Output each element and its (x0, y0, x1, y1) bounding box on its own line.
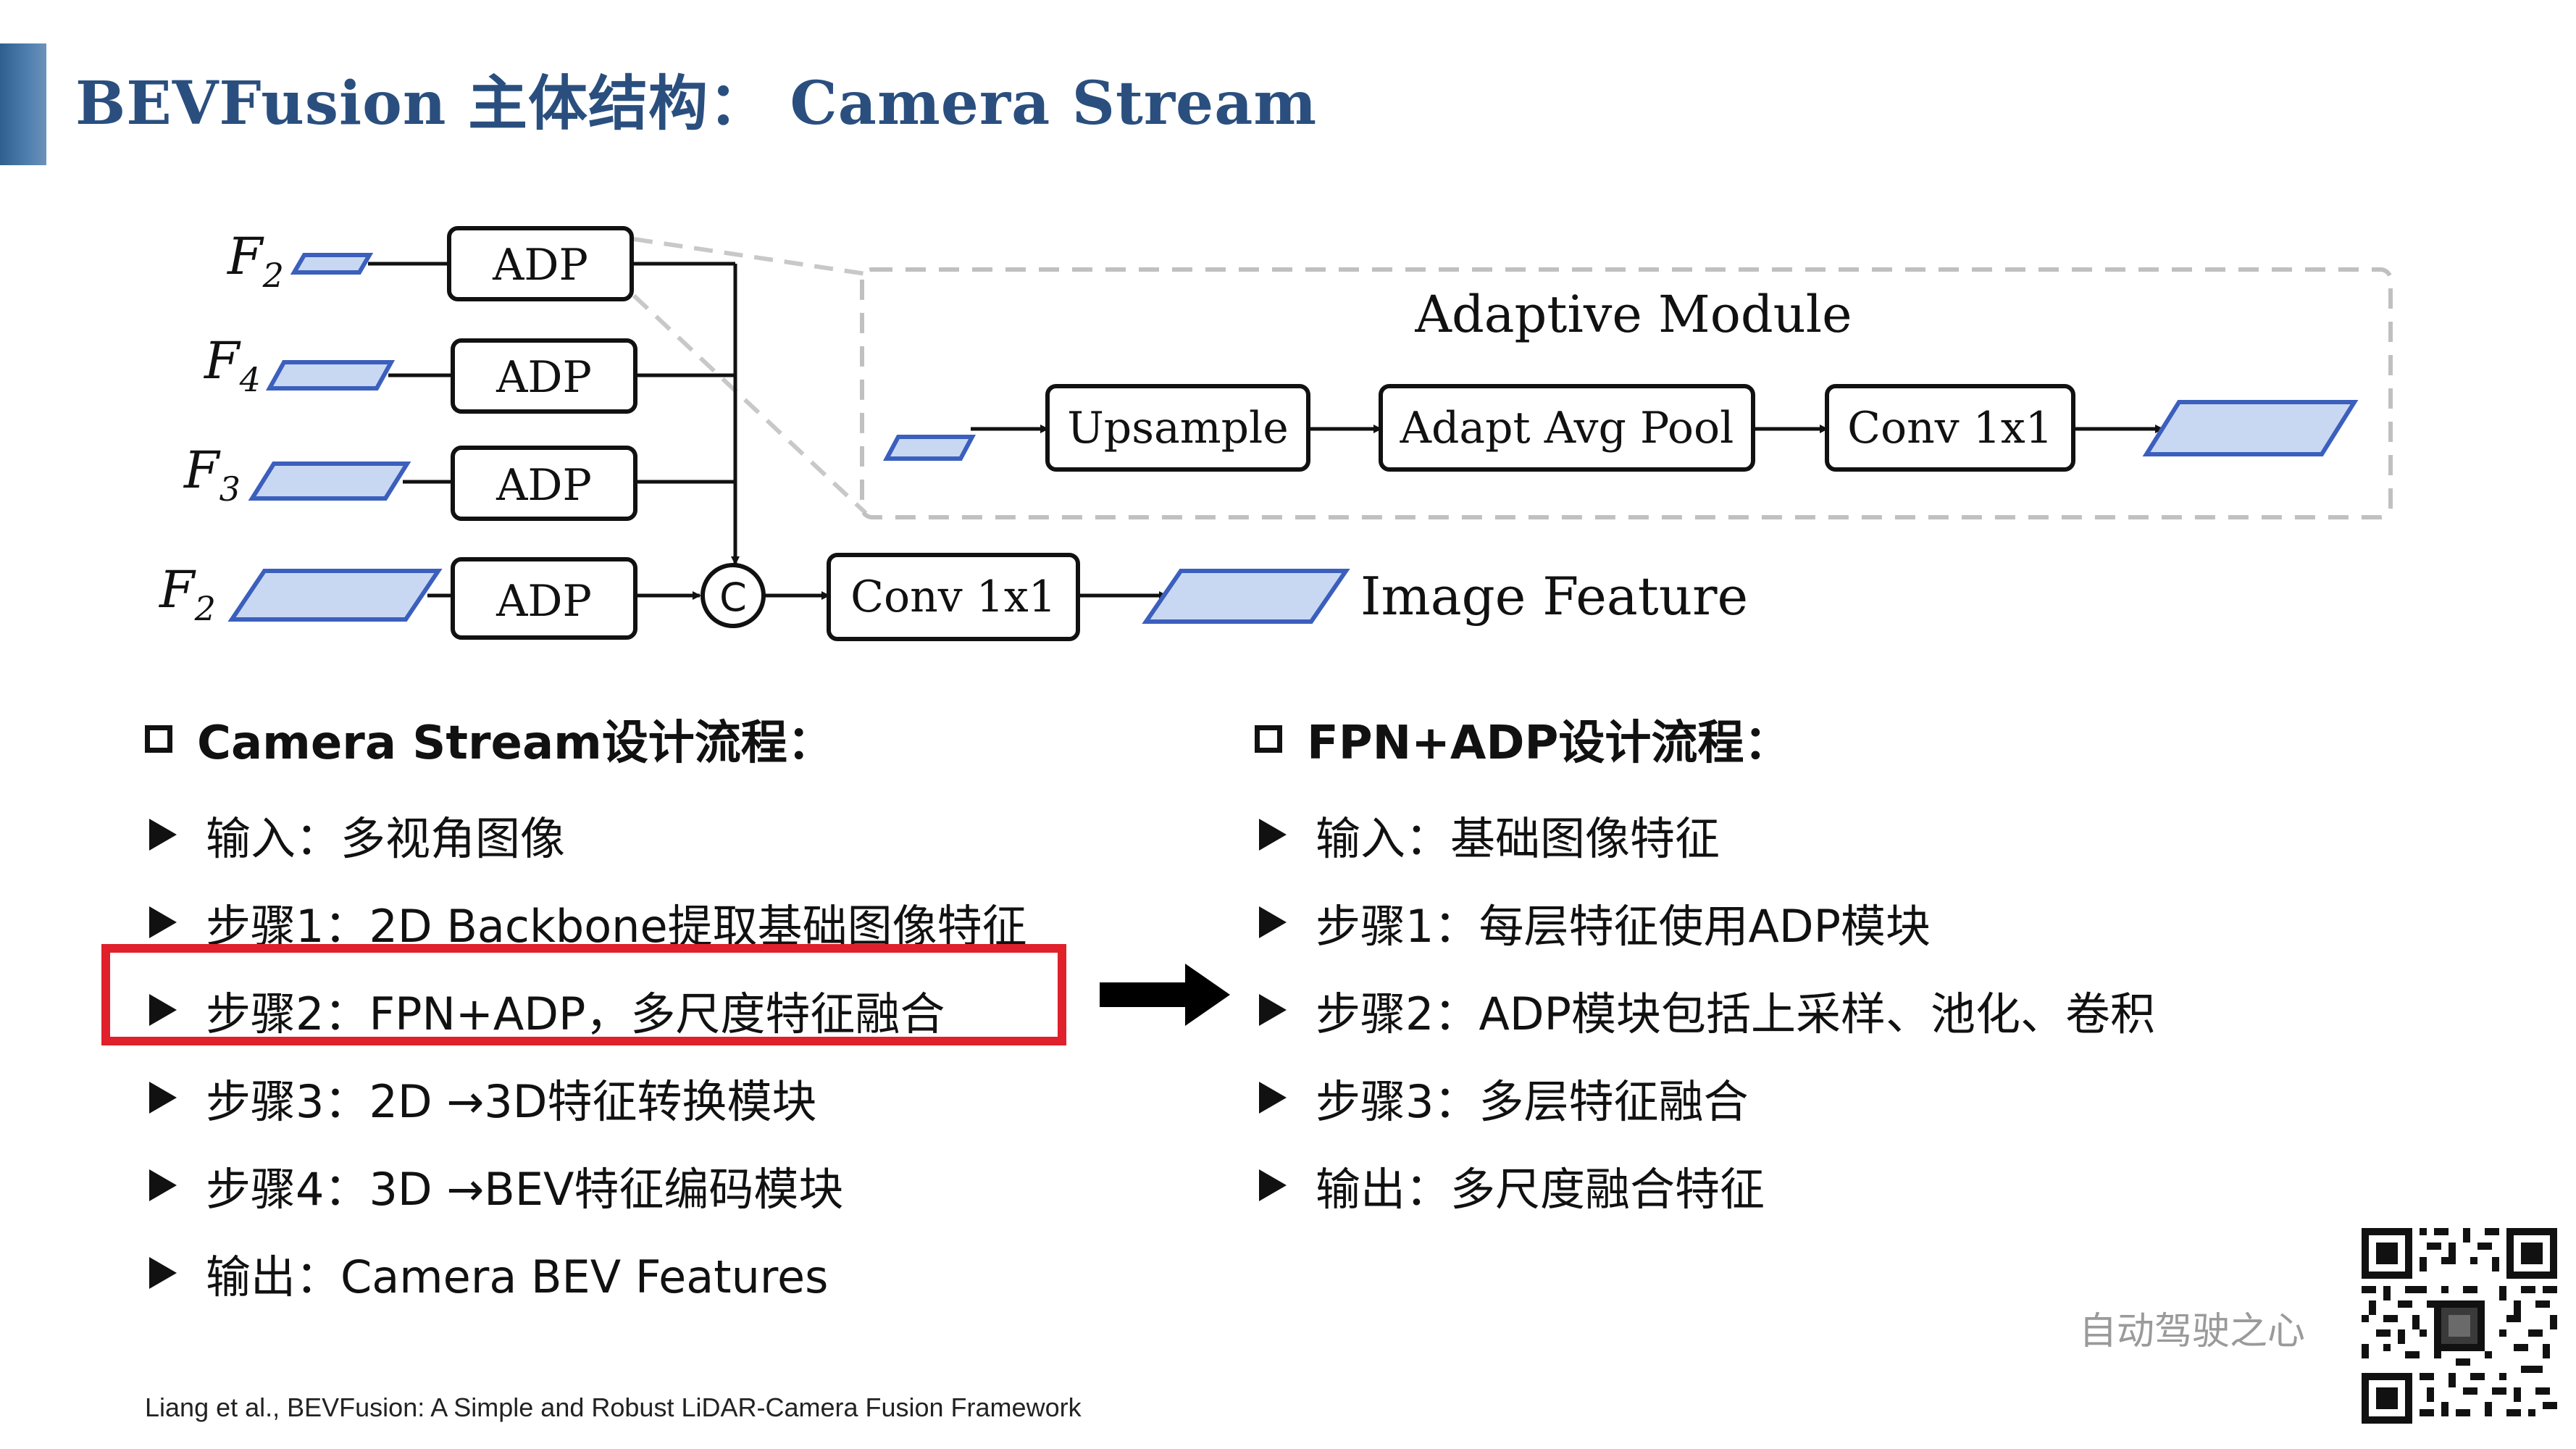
right-list-item-text: 步骤3：多层特征融合 (1316, 1074, 1749, 1128)
input-label-3: F3 (183, 440, 241, 509)
merge-connectors (632, 262, 740, 600)
right-list-item: 步骤3：多层特征融合 (1255, 1053, 2486, 1141)
module-output-feature (2142, 400, 2359, 456)
arrowhead-icon (149, 993, 177, 1026)
adaptive-module-container (860, 267, 2393, 519)
arrowhead-icon (1259, 993, 1287, 1026)
input-label-4: F2 (158, 560, 216, 628)
left-list-item: 步骤4：3D →BEV特征编码模块 (145, 1141, 1159, 1229)
input-feature-2 (265, 360, 396, 391)
left-list-item: 输出：Camera BEV Features (145, 1229, 1159, 1316)
watermark: 自动驾驶之心 (2079, 1310, 2306, 1353)
right-list-item: 步骤2：ADP模块包括上采样、池化、卷积 (1255, 966, 2486, 1053)
fpn-adp-heading: FPN+ADP设计流程： (1255, 706, 2486, 772)
right-list-item-text: 步骤1：每层特征使用ADP模块 (1316, 899, 1931, 953)
input-letter-1: F (226, 227, 264, 286)
module-conv-label: Conv 1x1 (1847, 403, 2053, 454)
left-list-item: 步骤1：2D Backbone提取基础图像特征 (145, 878, 1159, 966)
input-sub-1: 2 (262, 256, 284, 295)
qr-code-icon (2362, 1228, 2557, 1424)
camera-stream-heading: Camera Stream设计流程： (145, 706, 1159, 772)
right-list-item-text: 步骤2：ADP模块包括上采样、池化、卷积 (1316, 987, 2155, 1040)
input-letter-4: F (158, 560, 196, 619)
citation: Liang et al., BEVFusion: A Simple and Ro… (145, 1392, 1082, 1422)
slide-title: BEVFusion 主体结构： Camera Stream (75, 69, 1318, 138)
arrowhead-icon (149, 818, 177, 851)
input-label-1: F2 (226, 227, 284, 295)
adaptive-module-title: Adaptive Module (1414, 285, 1852, 344)
right-list-item: 输出：多尺度融合特征 (1255, 1141, 2486, 1229)
left-list-item-text: 输入：多视角图像 (206, 811, 566, 865)
arrowhead-icon (1259, 818, 1287, 851)
module-input-feature (883, 435, 976, 461)
adp-label-1: ADP (492, 240, 588, 291)
right-arrow-icon (1100, 964, 1230, 1026)
adp-box-4 (451, 557, 637, 640)
arrowhead-icon (149, 906, 177, 938)
right-list-item-text: 输出：多尺度融合特征 (1316, 1162, 1765, 1216)
output-feature (1142, 569, 1350, 624)
input-feature-1 (290, 253, 374, 275)
adp-label-3: ADP (495, 460, 592, 511)
projection-lines (632, 237, 868, 515)
camera-stream-heading-text: Camera Stream设计流程： (197, 717, 834, 770)
input-sub-3: 3 (219, 469, 241, 509)
left-list-item-text: 步骤4：3D →BEV特征编码模块 (206, 1162, 844, 1216)
highlight-box (101, 944, 1066, 1045)
left-list-item-text: 步骤3：2D →3D特征转换模块 (206, 1074, 817, 1128)
camera-stream-list: Camera Stream设计流程： 输入：多视角图像 步骤1：2D Backb… (145, 706, 1159, 1316)
input-feature-3 (248, 462, 411, 501)
output-label: Image Feature (1360, 566, 1748, 627)
right-list-item-text: 输入：基础图像特征 (1316, 811, 1720, 865)
fpn-adp-heading-text: FPN+ADP设计流程： (1307, 717, 1791, 770)
input-sub-4: 2 (194, 589, 216, 628)
conv-label: Conv 1x1 (850, 572, 1056, 622)
arrowhead-icon (1259, 1169, 1287, 1201)
concat-symbol: C (719, 575, 747, 620)
arrowhead-icon (149, 1256, 177, 1289)
left-list-item-highlighted: 步骤2：FPN+ADP，多尺度特征融合 (145, 966, 1159, 1053)
arrowhead-icon (149, 1081, 177, 1114)
title-accent-bar (0, 43, 46, 165)
adp-label-4: ADP (495, 576, 592, 627)
input-letter-2: F (203, 331, 241, 391)
input-feature-4 (227, 569, 443, 622)
input-letter-3: F (183, 440, 221, 500)
left-list-item: 步骤3：2D →3D特征转换模块 (145, 1053, 1159, 1141)
arrowhead-icon (149, 1169, 177, 1201)
left-list-item-text: 步骤2：FPN+ADP，多尺度特征融合 (206, 987, 945, 1040)
adp-label-2: ADP (495, 352, 592, 403)
upsample-label: Upsample (1067, 403, 1289, 454)
square-outline-icon (1255, 725, 1282, 753)
fpn-adp-list: FPN+ADP设计流程： 输入：基础图像特征 步骤1：每层特征使用ADP模块 步… (1255, 706, 2486, 1229)
left-list-item-text: 输出：Camera BEV Features (206, 1250, 829, 1303)
square-outline-icon (145, 725, 172, 753)
adapt-avg-pool-label: Adapt Avg Pool (1400, 403, 1734, 454)
left-list-item-text: 步骤1：2D Backbone提取基础图像特征 (206, 899, 1027, 953)
right-list-item: 输入：基础图像特征 (1255, 790, 2486, 878)
left-list-item: 输入：多视角图像 (145, 790, 1159, 878)
input-sub-2: 4 (239, 360, 261, 399)
arrowhead-icon (1259, 1081, 1287, 1114)
architecture-diagram: Adaptive Module Upsample Adapt Avg Pool … (158, 226, 2393, 641)
arrowhead-icon (1259, 906, 1287, 938)
right-list-item: 步骤1：每层特征使用ADP模块 (1255, 878, 2486, 966)
input-label-2: F4 (203, 331, 261, 399)
